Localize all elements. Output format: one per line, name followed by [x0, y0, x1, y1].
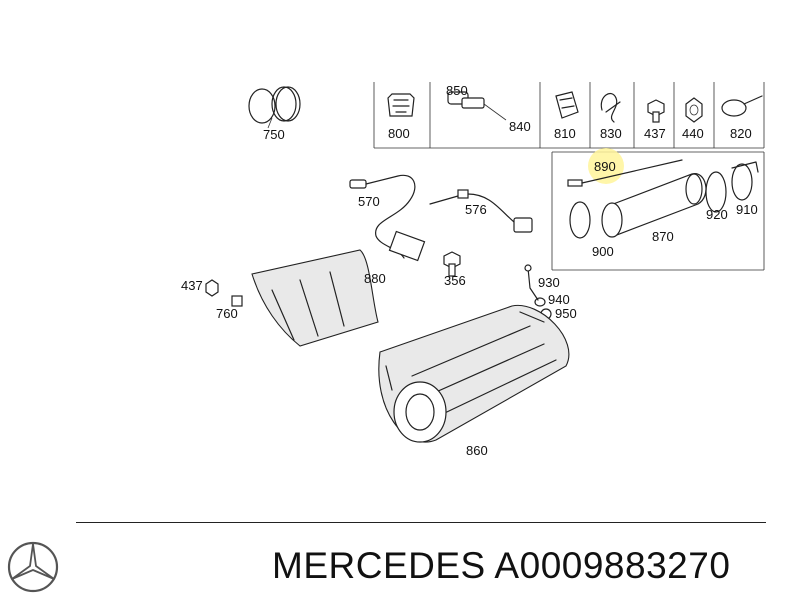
part-356-bolt: [443, 251, 461, 277]
part-576-sensor: [429, 189, 533, 233]
callout-437-top: 437: [644, 126, 666, 141]
part-820-cable-tie: [721, 95, 763, 117]
part-870-filter-cylinder: [569, 161, 759, 239]
callout-437-left: 437: [181, 278, 203, 293]
callout-356: 356: [444, 273, 466, 288]
callout-890: 890: [594, 159, 616, 174]
callout-576: 576: [465, 202, 487, 217]
part-880-heat-shield: [251, 249, 379, 347]
part-830-clip: [600, 93, 621, 123]
callout-920: 920: [706, 207, 728, 222]
part-810-clip: [555, 91, 579, 119]
part-437-bolt: [647, 99, 665, 123]
hardware-legend-boxes: [373, 82, 765, 149]
callout-840: 840: [509, 119, 531, 134]
filter-kit-box: [551, 151, 765, 271]
callout-440: 440: [682, 126, 704, 141]
callout-860: 860: [466, 443, 488, 458]
callout-900: 900: [592, 244, 614, 259]
mercedes-star-icon: [7, 541, 59, 593]
callout-950: 950: [555, 306, 577, 321]
callout-750: 750: [263, 127, 285, 142]
callout-820: 820: [730, 126, 752, 141]
part-890-probe: [567, 148, 683, 187]
callout-880: 880: [364, 271, 386, 286]
callout-800: 800: [388, 126, 410, 141]
footer-divider: [76, 522, 766, 523]
part-570-sensor: [349, 174, 426, 262]
part-840-sensor: [447, 91, 507, 121]
callout-870: 870: [652, 229, 674, 244]
callout-940: 940: [548, 292, 570, 307]
callout-830: 830: [600, 126, 622, 141]
part-860-filter-housing: [378, 304, 570, 443]
callout-910: 910: [736, 202, 758, 217]
callout-760: 760: [216, 306, 238, 321]
part-437-760-fasteners: [205, 279, 243, 307]
callout-810: 810: [554, 126, 576, 141]
callout-930: 930: [538, 275, 560, 290]
part-440-nut: [685, 97, 703, 123]
parts-diagram: 750 800 850 840 810 830 437 440 820 890 …: [181, 82, 765, 458]
part-number-caption: MERCEDES A0009883270: [272, 545, 731, 586]
part-750-rings: [248, 86, 301, 129]
part-800-clip: [387, 93, 415, 117]
callout-850: 850: [446, 83, 468, 98]
callout-570: 570: [358, 194, 380, 209]
